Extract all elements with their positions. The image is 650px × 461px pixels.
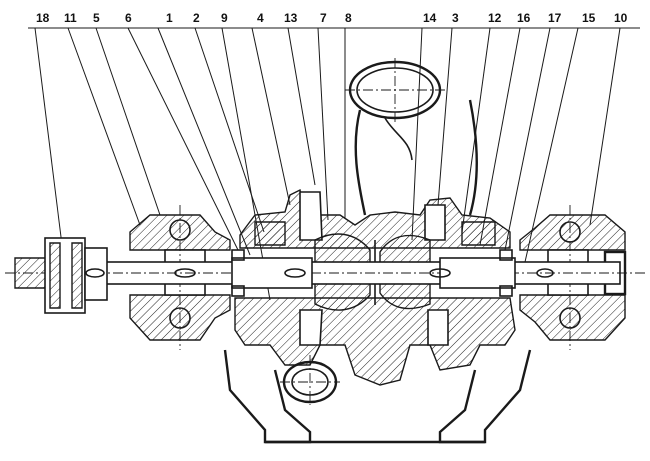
leader-18: [34, 27, 63, 246]
part-label-6: 6: [125, 11, 132, 25]
part-label-16: 16: [517, 11, 531, 25]
pump-shaft: [5, 257, 645, 289]
leader-4: [251, 27, 291, 206]
part-label-10: 10: [614, 11, 628, 25]
part-label-5: 5: [93, 11, 100, 25]
leader-2: [194, 27, 265, 233]
leader-3: [437, 27, 453, 206]
part-label-14: 14: [423, 11, 437, 25]
part-label-17: 17: [548, 11, 562, 25]
part-label-4: 4: [257, 11, 264, 25]
part-label-2: 2: [193, 11, 200, 25]
part-labels: 18 11 5 6 1 2 9 4 13 7 8 14 3 12 16 17 1…: [36, 11, 628, 25]
part-label-18: 18: [36, 11, 50, 25]
discharge-nozzle: [345, 58, 478, 216]
part-label-13: 13: [284, 11, 298, 25]
leader-10: [589, 27, 621, 226]
pump-casing-lower: [234, 297, 516, 386]
part-label-3: 3: [452, 11, 459, 25]
leader-1: [157, 27, 251, 256]
part-label-15: 15: [582, 11, 596, 25]
coupling: [14, 237, 108, 314]
left-bearing-housing: [129, 205, 231, 350]
leader-11: [67, 27, 141, 226]
part-label-7: 7: [320, 11, 327, 25]
part-label-11: 11: [64, 11, 77, 25]
right-bearing-housing: [519, 205, 627, 350]
pump-base: [223, 349, 532, 444]
leader-16: [479, 27, 521, 246]
leader-13: [287, 27, 316, 186]
part-label-9: 9: [221, 11, 228, 25]
part-label-12: 12: [488, 11, 502, 25]
packing-seals: [231, 249, 513, 297]
leader-12: [461, 27, 491, 233]
leader-lines: [28, 27, 640, 301]
leader-17: [504, 27, 551, 251]
leader-5: [95, 27, 161, 216]
leader-7: [317, 27, 329, 221]
leader-14: [411, 27, 423, 241]
leader-6: [127, 27, 239, 251]
leader-9: [221, 27, 271, 301]
leader-15: [524, 27, 579, 263]
part-label-8: 8: [345, 11, 352, 25]
pump-casing-upper: [239, 188, 511, 249]
part-label-1: 1: [166, 11, 173, 25]
